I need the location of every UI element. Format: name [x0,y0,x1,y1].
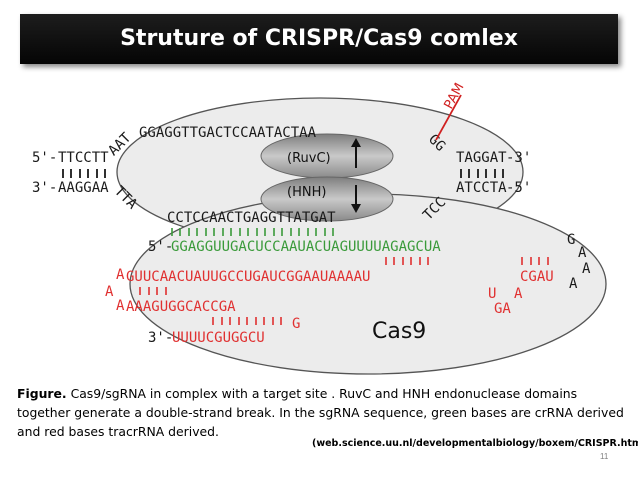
loop-base-4: A [569,276,578,292]
loop-base-1: G [567,232,575,248]
tracr-pairing-2 [212,317,282,325]
repeat-antirepeat-pairing [385,257,549,265]
tracr-row-b-a: A [514,286,523,302]
dna-bottom-3-end: 3'- [32,180,57,196]
page-number: 11 [600,452,609,461]
tracr-a-left: A [116,267,125,283]
dna-bottom-target: CCTCCAACTGAGGTTATGAT [167,210,336,226]
title-box: Struture of CRISPR/Cas9 comlex [20,14,618,64]
tracr-pairing-1 [139,287,167,295]
figure-caption: Figure. Cas9/sgRNA in complex with a tar… [17,384,627,441]
cas9-label: Cas9 [372,319,426,344]
guide-target-pairing [171,228,334,236]
dna-pairing-right [460,169,504,178]
tracr-row-a: GUUCAACUAUUGCCUGAUCGGAAUAAAAU [126,269,370,285]
caption-figure-label: Figure. [17,386,67,401]
sgrna-3-end: 3'- [148,330,173,346]
tracr-row-c-left: A [116,298,125,314]
hnh-domain [260,176,394,222]
crispr-cas9-diagram: (RuvC) (HNH) 5'- TTCCTT AAT GGAGGTTGACTC… [32,81,607,375]
loop-base-2: A [578,245,587,261]
dna-top-5-end: 5'- [32,150,57,166]
tracr-row-a-right: CGAU [520,269,554,285]
ruvc-label: (RuvC) [287,151,331,166]
sgrna-5-end: 5'- [148,239,173,255]
source-citation: (web.science.uu.nl/developmentalbiology/… [312,438,638,449]
tracr-row-b-u: U [488,286,496,302]
pam-bracket [435,94,462,141]
tracr-row-c: AAAGUGGCACCGA [126,299,236,315]
tracr-row-b-left: A [105,284,114,300]
dna-top-left: TTCCTT [58,150,109,166]
dna-top-protospacer: GGAGGTTGACTCCAATACTAA [139,125,317,141]
loop-base-3: A [582,261,591,277]
hnh-arrow-head [351,204,361,213]
slide-title: Struture of CRISPR/Cas9 comlex [120,26,518,51]
caption-text: Cas9/sgRNA in complex with a target site… [17,386,624,439]
sgrna-crrna: GGAGGUUGACUCCAAUACUAGUUUUAGAGCUA [171,239,441,255]
hnh-label: (HNH) [287,185,326,200]
dna-top-3-end: -3' [506,150,531,166]
dna-bottom-5-end: -5' [506,180,531,196]
tracr-row-e: UUUUCGUGGCU [172,330,265,346]
dna-bottom-left: AAGGAA [58,180,109,196]
tracr-row-d-g: G [292,316,300,332]
title-bar: Struture of CRISPR/Cas9 comlex [0,0,638,68]
dna-bottom-right: ATCCTA [456,180,507,196]
ruvc-arrow-head [351,138,361,147]
dna-top-right: TAGGAT [456,150,507,166]
dna-pairing-left [62,169,106,178]
tracr-row-c-right: GA [494,301,511,317]
